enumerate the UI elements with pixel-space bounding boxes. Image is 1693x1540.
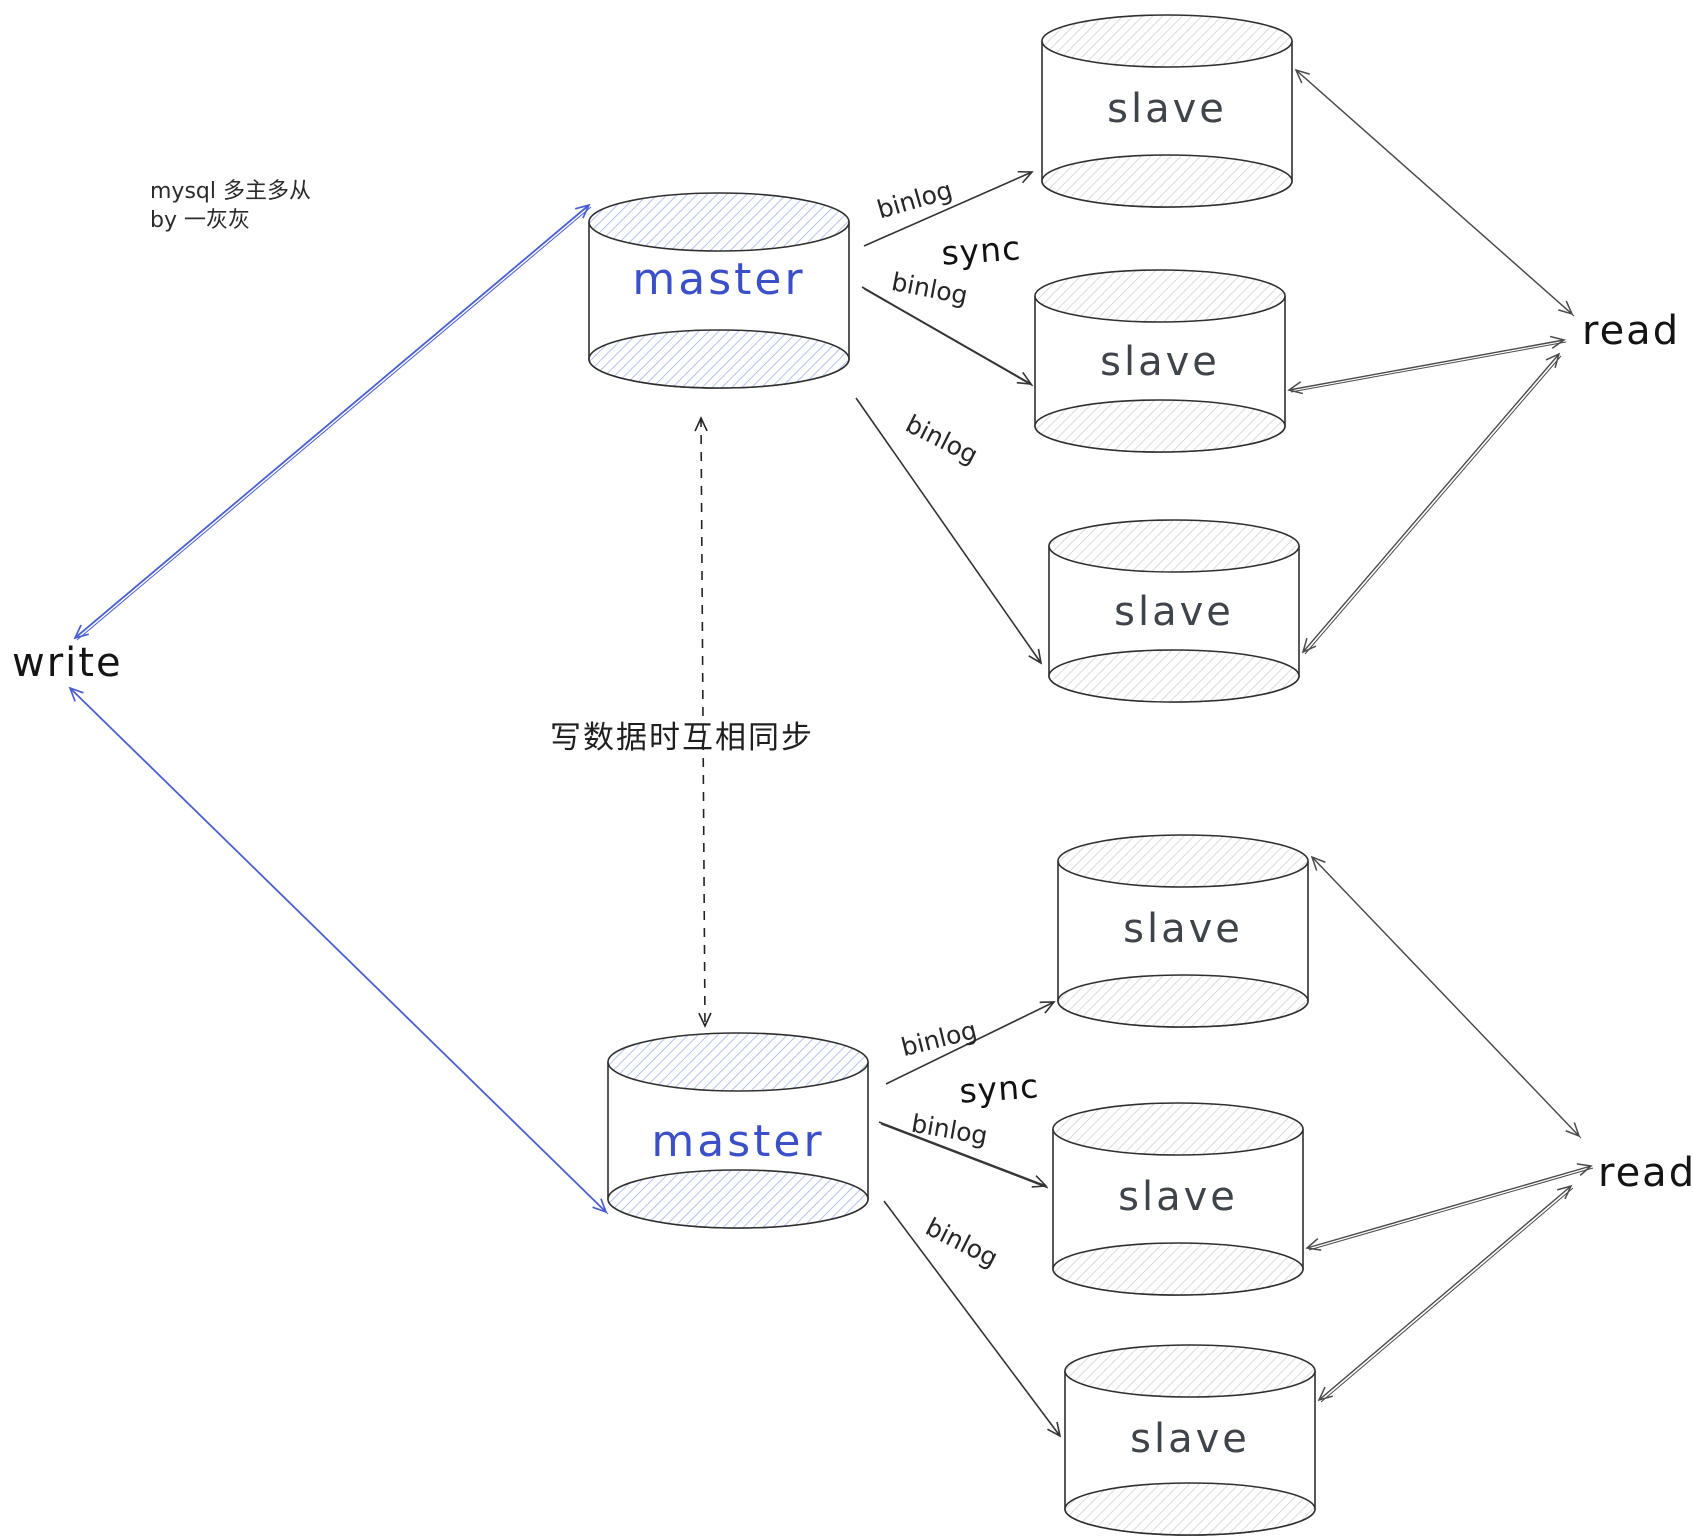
- slave-top-3-node: slave: [1048, 519, 1300, 703]
- slave-bottom-1-node: slave: [1057, 834, 1309, 1028]
- read-arrow-top-3: [1301, 352, 1561, 654]
- slave-bottom-2-node: slave: [1052, 1102, 1304, 1296]
- binlog-arrow-bottom-3: [883, 1200, 1062, 1438]
- slave-top-1-label: slave: [1107, 86, 1227, 132]
- read-label-bottom: read: [1598, 1150, 1693, 1196]
- write-to-master-bottom-arrow: [70, 688, 606, 1212]
- binlog-label-top-3: binlog: [901, 409, 983, 470]
- binlog-label-bottom-1: binlog: [898, 1015, 980, 1062]
- slave-bottom-2-label: slave: [1118, 1174, 1238, 1220]
- read-arrow-bottom-1: [1310, 855, 1581, 1138]
- master-bottom-node: master: [607, 1032, 869, 1229]
- binlog-arrow-top-2: [861, 286, 1033, 385]
- read-label-top: read: [1582, 308, 1680, 354]
- binlog-arrow-bottom-2: [878, 1121, 1048, 1188]
- binlog-label-top-1: binlog: [874, 175, 956, 224]
- slave-top-3-label: slave: [1114, 589, 1234, 635]
- slave-top-2-label: slave: [1100, 339, 1220, 385]
- binlog-label-bottom-2: binlog: [909, 1109, 990, 1151]
- binlog-arrow-top-1: [863, 170, 1034, 247]
- read-arrow-top-1: [1294, 68, 1574, 316]
- read-arrow-bottom-2: [1305, 1163, 1593, 1251]
- sync-label-top: sync: [940, 228, 1022, 272]
- binlog-label-top-2: binlog: [889, 267, 970, 310]
- read-arrow-top-2: [1287, 335, 1566, 395]
- binlog-label-bottom-3: binlog: [921, 1212, 1003, 1273]
- write-to-master-top-arrow: [75, 205, 589, 638]
- binlog-arrow-bottom-1: [885, 1001, 1056, 1085]
- binlog-arrow-top-3: [855, 397, 1043, 665]
- slave-top-2-node: slave: [1034, 269, 1286, 453]
- master-top-label: master: [632, 254, 805, 305]
- master-bottom-label: master: [651, 1116, 824, 1167]
- write-label: write: [12, 640, 123, 686]
- slave-bottom-3-label: slave: [1130, 1416, 1250, 1462]
- mutual-sync-note: 写数据时互相同步: [550, 720, 814, 756]
- master-top-node: master: [588, 192, 850, 389]
- slave-bottom-3-node: slave: [1064, 1344, 1316, 1536]
- read-arrow-bottom-3: [1317, 1184, 1573, 1402]
- diagram-title-line1: mysql 多主多从: [150, 179, 311, 204]
- slave-bottom-1-label: slave: [1123, 906, 1243, 952]
- sync-label-bottom: sync: [958, 1066, 1040, 1110]
- slave-top-1-node: slave: [1041, 14, 1293, 208]
- diagram-title-line2: by 一灰灰: [150, 208, 250, 233]
